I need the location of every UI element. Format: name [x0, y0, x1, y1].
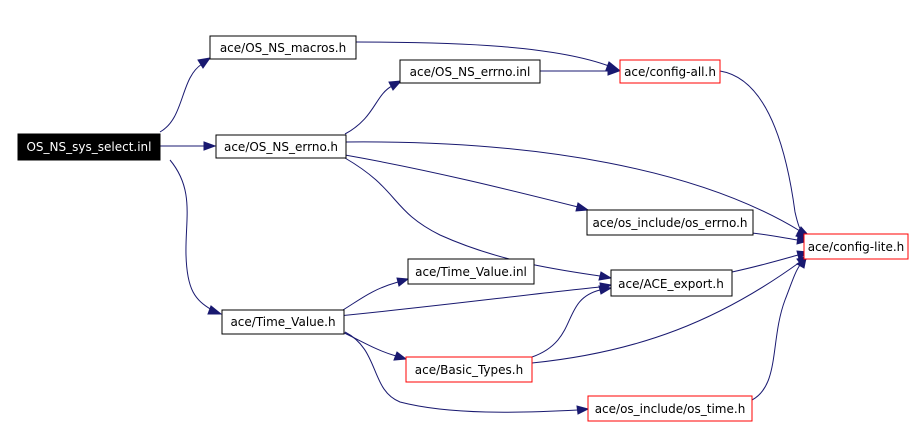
edge-config-all-to-config-lite — [719, 70, 804, 235]
arrowhead — [393, 351, 408, 361]
node-basic-types[interactable]: ace/Basic_Types.h — [405, 356, 533, 383]
node-os-ns-errno-inl[interactable]: ace/OS_NS_errno.inl — [399, 59, 541, 84]
arrowhead — [796, 235, 810, 245]
nodes: OS_NS_sys_select.inl ace/OS_NS_macros.h … — [17, 35, 909, 422]
edge-root-to-os-ns-macros — [159, 63, 203, 133]
arrowhead — [598, 271, 613, 281]
edge-os-errno-to-config-lite — [751, 232, 799, 241]
node-label: ace/config-lite.h — [808, 240, 905, 254]
node-label: ace/Time_Value.inl — [415, 265, 527, 279]
edge-os-ns-macros-to-config-all — [355, 41, 610, 67]
node-label: ace/Basic_Types.h — [415, 363, 523, 377]
edge-os-ns-errno-h-to-config-lite — [344, 141, 801, 232]
node-label: ace/config-all.h — [624, 65, 716, 79]
node-os-ns-errno-h[interactable]: ace/OS_NS_errno.h — [215, 134, 347, 159]
arrowhead — [207, 305, 223, 315]
edge-ace-export-to-config-lite — [731, 254, 799, 273]
node-os-time[interactable]: ace/os_include/os_time.h — [587, 395, 753, 422]
arrowhead — [396, 277, 410, 287]
edge-os-time-to-config-lite — [751, 264, 801, 401]
edges — [159, 41, 811, 415]
arrowhead — [576, 405, 590, 415]
node-os-ns-sys-select[interactable]: OS_NS_sys_select.inl — [17, 133, 161, 161]
arrowhead — [607, 66, 621, 76]
node-os-errno[interactable]: ace/os_include/os_errno.h — [586, 209, 754, 236]
node-time-value-inl[interactable]: ace/Time_Value.inl — [407, 258, 535, 285]
edge-os-ns-errno-h-to-ace-export — [344, 157, 601, 277]
arrowhead — [796, 256, 807, 269]
node-label: ace/os_include/os_time.h — [595, 402, 746, 416]
node-label: ace/OS_NS_errno.h — [224, 140, 338, 154]
edge-time-value-h-to-os-time — [344, 331, 579, 413]
node-label: ace/OS_NS_errno.inl — [410, 65, 531, 79]
node-os-ns-macros[interactable]: ace/OS_NS_macros.h — [209, 35, 357, 60]
edge-basic-types-to-ace-export — [531, 289, 601, 358]
arrowhead — [203, 141, 217, 151]
edge-basic-types-to-config-lite — [531, 261, 801, 364]
node-config-all[interactable]: ace/config-all.h — [619, 59, 721, 84]
node-ace-export[interactable]: ace/ACE_export.h — [610, 269, 733, 297]
arrowhead — [575, 202, 590, 212]
arrowhead — [197, 57, 212, 69]
node-time-value-h[interactable]: ace/Time_Value.h — [221, 309, 345, 335]
arrowhead — [598, 285, 613, 295]
node-label: ace/Time_Value.h — [230, 315, 335, 329]
node-label: ace/ACE_export.h — [618, 277, 724, 291]
edge-time-value-h-to-basic-types — [337, 329, 397, 357]
edge-time-value-h-to-ace-export — [337, 286, 601, 317]
node-label: ace/os_include/os_errno.h — [592, 216, 747, 230]
node-config-lite[interactable]: ace/config-lite.h — [803, 233, 909, 260]
node-label: OS_NS_sys_select.inl — [26, 140, 151, 154]
node-label: ace/OS_NS_macros.h — [220, 41, 346, 55]
edge-os-ns-errno-h-to-inl — [344, 85, 393, 135]
edge-time-value-h-to-inl — [337, 281, 399, 314]
edge-root-to-time-value-h — [169, 159, 213, 311]
arrowhead — [388, 80, 403, 91]
edge-os-ns-errno-h-to-os-errno — [344, 154, 579, 208]
